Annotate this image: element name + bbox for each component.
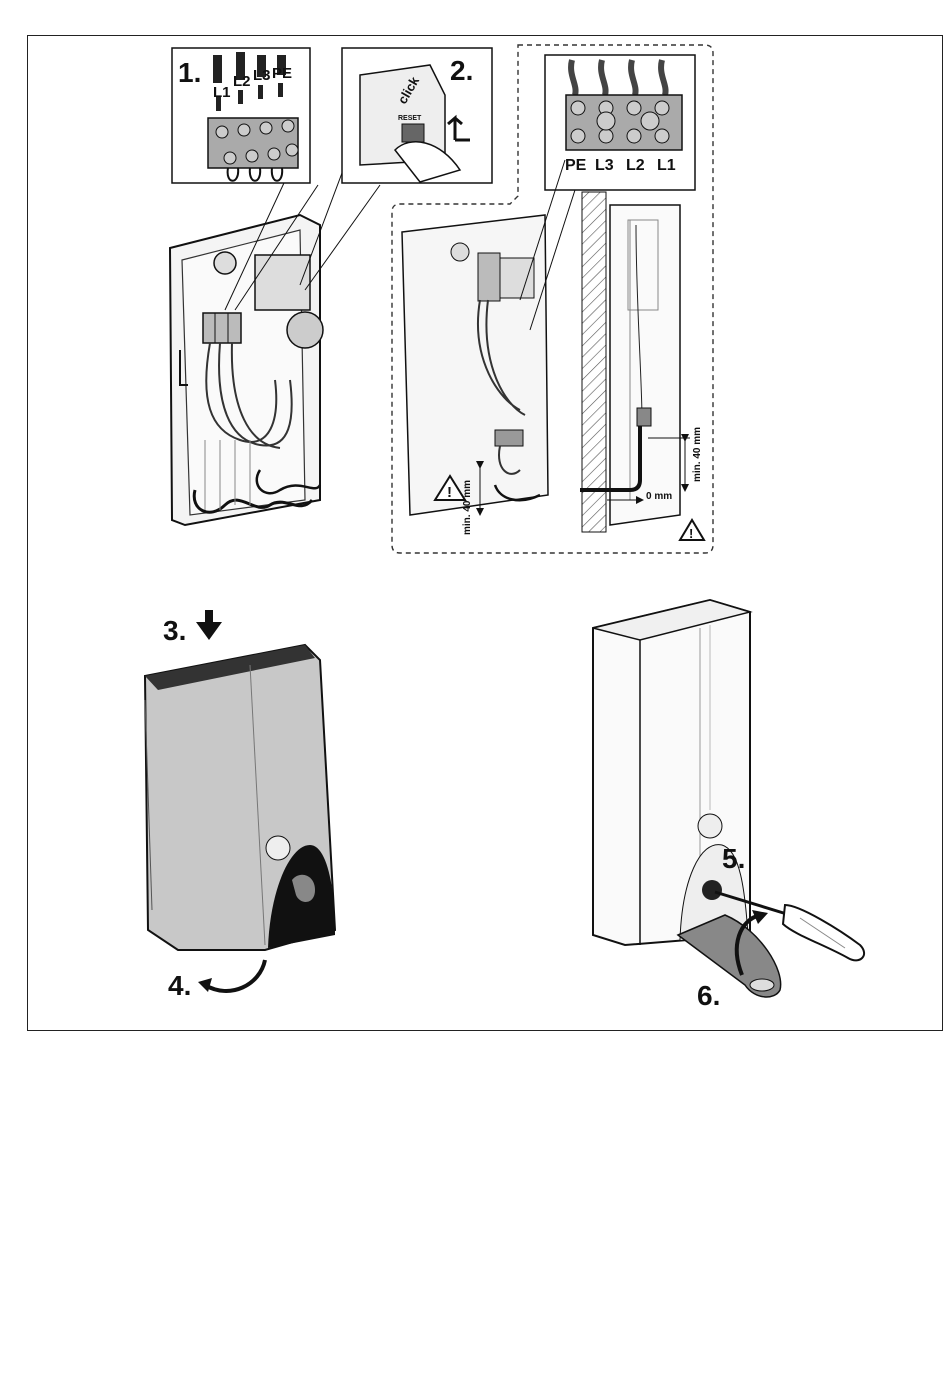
terminal-label-l2: L2 — [626, 157, 645, 174]
reset-button — [402, 124, 424, 142]
inset-2-reset: 2. click RESET — [342, 48, 492, 183]
cover-fitting-left: 3. 4. — [145, 610, 335, 1001]
step-6-label: 6. — [697, 980, 720, 1011]
terminal-label-l3: L3 — [595, 157, 614, 174]
svg-text:!: ! — [447, 484, 452, 501]
step-3-label: 3. — [163, 615, 186, 646]
wire-label-l2: L2 — [233, 73, 251, 90]
step-1-label: 1. — [178, 57, 201, 88]
wire-label-pe: PE — [272, 65, 292, 82]
closed-appliance-right: 5. 6. — [593, 600, 864, 1011]
reset-label: RESET — [398, 115, 422, 122]
arrow-down-icon — [196, 610, 222, 640]
step-5-label: 5. — [722, 843, 745, 874]
inset-1-wire-connection: 1. L1 L2 L3 PE — [172, 48, 310, 183]
dimension-min-40-right: min. 40 mm — [692, 427, 703, 482]
dimension-min-40-left: min. 40 mm — [462, 480, 473, 535]
open-appliance-left — [170, 165, 380, 525]
wire-label-l3: L3 — [253, 67, 271, 84]
svg-text:!: ! — [689, 526, 693, 541]
terminal-label-pe: PE — [565, 157, 587, 174]
rotate-arrow-icon — [205, 960, 265, 991]
wire-label-l1: L1 — [213, 84, 231, 101]
dimension-zero: 0 mm — [646, 491, 672, 502]
step-4-label: 4. — [168, 970, 191, 1001]
step-2-label: 2. — [450, 55, 473, 86]
warning-triangle-icon: ! — [680, 520, 704, 541]
terminal-label-l1: L1 — [657, 157, 676, 174]
